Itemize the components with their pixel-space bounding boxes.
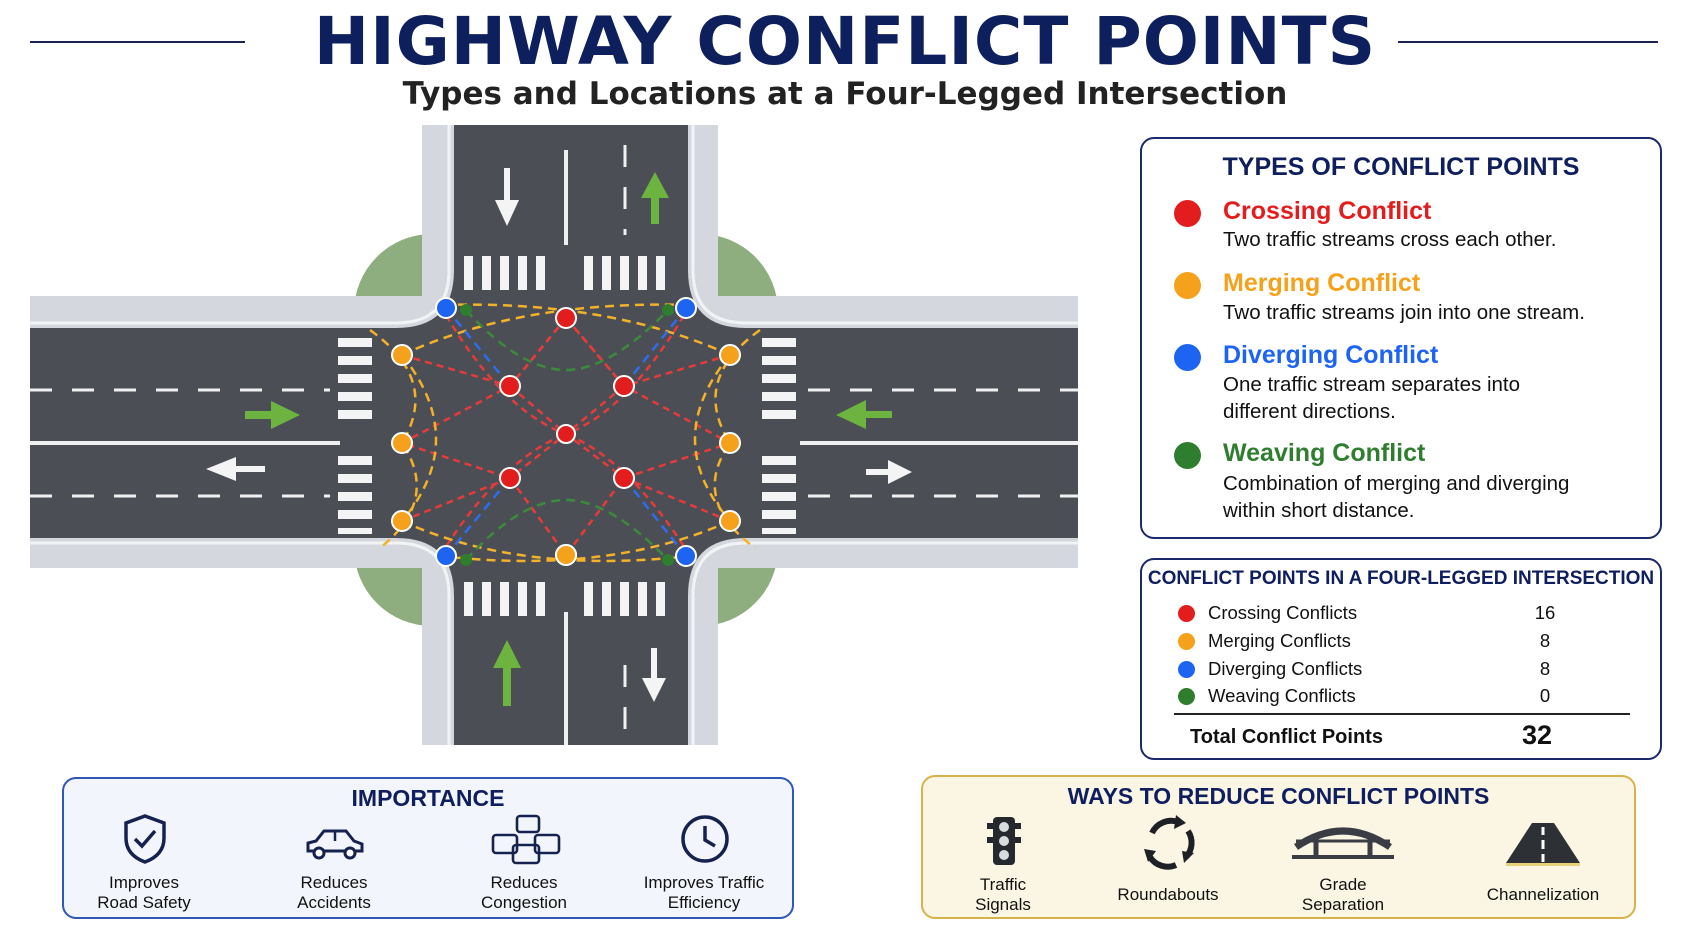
ways-label-line2: Separation (1301, 895, 1385, 914)
ways-item-signals: Traffic Signals (953, 815, 1053, 915)
types-heading: TYPES OF CONFLICT POINTS (1222, 153, 1580, 181)
crossing-dot (1178, 605, 1195, 622)
title-rule-right (1398, 41, 1658, 43)
road-icon (1506, 823, 1580, 866)
count-label: Weaving Conflicts (1208, 685, 1356, 706)
importance-item-accidents: Reduces Accidents (274, 813, 394, 913)
count-row-crossing: Crossing Conflicts 16 (1178, 600, 1638, 626)
count-value: 0 (1539, 685, 1551, 706)
crossing-desc: Two traffic streams cross each other. (1223, 228, 1557, 251)
clock-icon (681, 815, 729, 863)
count-label: Merging Conflicts (1208, 630, 1351, 651)
weaving-desc-line2: within short distance. (1223, 499, 1415, 522)
importance-item-efficiency: Improves Traffic Efficiency (629, 813, 779, 913)
arrow-north-icon (493, 640, 521, 706)
traffic-jam-icon (491, 814, 561, 865)
crossing-name: Crossing Conflict (1223, 197, 1432, 225)
lane-dashes (30, 145, 1078, 745)
arrow-south-icon (642, 648, 666, 702)
crosswalk-east (762, 338, 796, 534)
weaving-dot (1174, 442, 1201, 469)
crossing-dot (1174, 200, 1201, 227)
diverging-desc-line2: different directions. (1223, 400, 1396, 423)
importance-label-line2: Accidents (297, 893, 371, 912)
page-subtitle: Types and Locations at a Four-Legged Int… (402, 76, 1288, 112)
count-row-diverging: Diverging Conflicts 8 (1178, 656, 1638, 682)
ways-item-channelization: Channelization (1468, 815, 1618, 915)
roundabout-icon (1144, 815, 1195, 870)
crosswalk-north (464, 256, 665, 290)
importance-panel: IMPORTANCE Improves Road Safety Reduces … (62, 777, 794, 919)
ways-heading: WAYS TO REDUCE CONFLICT POINTS (1067, 783, 1490, 809)
crosswalk-south (464, 582, 665, 616)
arrow-west-icon (206, 457, 265, 481)
count-label: Crossing Conflicts (1208, 602, 1358, 623)
ways-label-line1: Traffic (979, 875, 1027, 894)
total-label: Total Conflict Points (1190, 726, 1383, 748)
ways-label-line1: Channelization (1486, 885, 1600, 904)
merging-dot (1174, 272, 1201, 299)
count-row-merging: Merging Conflicts 8 (1178, 628, 1638, 654)
ways-label-line1: Roundabouts (1117, 885, 1219, 904)
ways-label-line2: Signals (975, 895, 1031, 914)
importance-heading: IMPORTANCE (351, 785, 505, 811)
ways-item-roundabouts: Roundabouts (1098, 815, 1238, 915)
importance-label-line1: Improves Traffic (643, 873, 765, 892)
total-divider (1174, 713, 1630, 715)
arrow-east-icon (245, 401, 300, 429)
importance-label-line1: Improves (109, 873, 179, 892)
weaving-name: Weaving Conflict (1223, 439, 1426, 467)
counts-heading: CONFLICT POINTS IN A FOUR-LEGGED INTERSE… (1147, 568, 1655, 589)
diverging-points (435, 297, 697, 567)
arrow-south-icon (495, 168, 519, 226)
ways-item-grade-separation: Grade Separation (1278, 815, 1408, 915)
importance-label-line2: Efficiency (667, 893, 741, 912)
count-value: 8 (1539, 658, 1551, 679)
diverging-dot (1178, 661, 1195, 678)
total-value: 32 (1521, 720, 1553, 750)
importance-item-safety: Improves Road Safety (84, 813, 204, 913)
weaving-paths (465, 309, 669, 561)
counts-panel: CONFLICT POINTS IN A FOUR-LEGGED INTERSE… (1140, 558, 1662, 760)
arrow-west-icon (836, 400, 892, 429)
title-rule-left (30, 41, 245, 43)
weaving-markers (460, 304, 674, 566)
importance-label-line2: Congestion (480, 893, 567, 912)
count-value: 8 (1539, 630, 1551, 651)
ways-label-line1: Grade (1319, 875, 1367, 894)
ways-panel: WAYS TO REDUCE CONFLICT POINTS Traffic S… (921, 775, 1636, 919)
traffic-light-icon (987, 817, 1021, 865)
arrow-east-icon (866, 460, 912, 484)
importance-label-line1: Reduces (300, 873, 368, 892)
diverging-desc-line1: One traffic stream separates into (1223, 373, 1521, 396)
merging-dot (1178, 633, 1195, 650)
count-label: Diverging Conflicts (1208, 658, 1363, 679)
types-panel: TYPES OF CONFLICT POINTS Crossing Confli… (1140, 137, 1662, 539)
diverging-paths (445, 307, 687, 557)
merging-desc: Two traffic streams join into one stream… (1223, 301, 1585, 324)
importance-item-congestion: Reduces Congestion (459, 813, 589, 913)
importance-label-line1: Reduces (490, 873, 558, 892)
page-title: HIGHWAY CONFLICT POINTS (313, 3, 1377, 80)
bridge-icon (1292, 827, 1394, 859)
car-icon (306, 829, 364, 860)
crosswalk-west (338, 338, 372, 534)
road-surface (30, 125, 1078, 745)
arrow-north-icon (641, 172, 669, 224)
count-value: 16 (1534, 602, 1556, 623)
count-row-weaving: Weaving Conflicts 0 (1178, 683, 1638, 709)
merging-points (391, 344, 741, 566)
diverging-name: Diverging Conflict (1223, 341, 1439, 369)
merging-name: Merging Conflict (1223, 269, 1421, 297)
intersection-diagram (30, 125, 1078, 745)
importance-label-line2: Road Safety (97, 893, 191, 912)
shield-check-icon (124, 814, 166, 864)
weaving-desc-line1: Combination of merging and diverging (1223, 472, 1570, 495)
weaving-dot (1178, 688, 1195, 705)
diverging-dot (1174, 344, 1201, 371)
